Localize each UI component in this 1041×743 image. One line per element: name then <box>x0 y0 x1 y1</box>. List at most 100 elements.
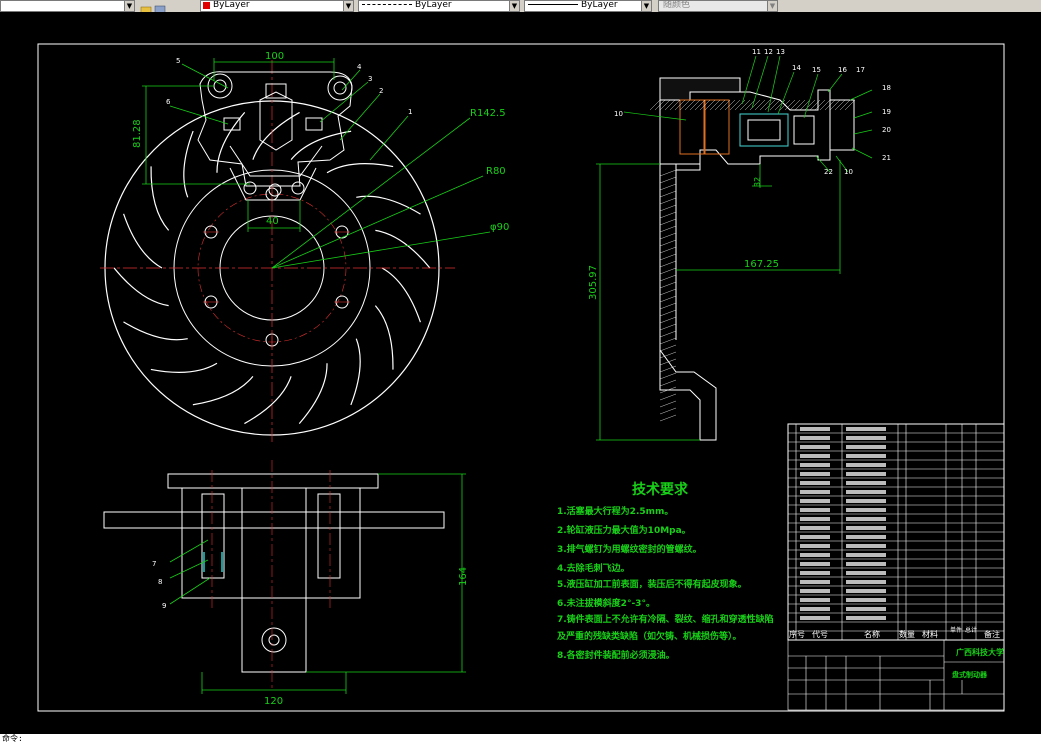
svg-text:数量: 数量 <box>899 629 915 639</box>
dim-lines-top <box>142 58 335 232</box>
cooling-slot <box>326 163 394 174</box>
svg-text:10: 10 <box>844 168 853 176</box>
color-dropdown[interactable]: ByLayer ▼ <box>200 0 354 12</box>
cooling-slot <box>150 362 218 373</box>
svg-text:及严重的残缺类缺陷（如欠铸、机械损伤等）。: 及严重的残缺类缺陷（如欠铸、机械损伤等）。 <box>557 630 742 642</box>
dim-section-width: 167.25 <box>744 259 779 270</box>
university-name: 广西科技大学 <box>956 647 1004 657</box>
svg-text:2: 2 <box>379 87 383 95</box>
cooling-slot <box>183 130 194 198</box>
layer-tools-icon[interactable] <box>140 0 168 15</box>
layer-dropdown[interactable]: ▼ <box>0 0 135 12</box>
svg-text:3: 3 <box>368 75 372 83</box>
chevron-down-icon[interactable]: ▼ <box>767 1 777 11</box>
cooling-slot <box>123 321 188 341</box>
balloons-section: 11 12 13 14 15 16 17 18 19 20 21 22 10 1… <box>614 48 891 176</box>
svg-text:17: 17 <box>856 66 865 74</box>
caliper-leaders <box>169 63 409 161</box>
svg-text:22: 22 <box>824 168 833 176</box>
svg-text:15: 15 <box>812 66 821 74</box>
cooling-slot <box>290 130 352 161</box>
dim-width-100: 100 <box>265 51 284 62</box>
cooling-slot <box>113 267 169 307</box>
svg-text:5: 5 <box>176 57 180 65</box>
dim-small: 32 <box>753 177 762 187</box>
cooling-slot <box>350 338 361 406</box>
balloons-top: 5 4 3 2 1 6 <box>166 57 412 116</box>
cooling-slot <box>192 375 254 406</box>
svg-text:材料: 材料 <box>922 629 938 639</box>
cooling-slot <box>375 229 431 269</box>
svg-text:14: 14 <box>792 64 801 72</box>
section-view <box>596 55 873 441</box>
command-line[interactable]: 命令: <box>0 734 1041 743</box>
cooling-slot <box>374 305 394 370</box>
svg-text:备注: 备注 <box>984 629 1000 639</box>
linetype-sample-icon <box>362 4 412 5</box>
svg-text:5.液压缸加工前表面，装压后不得有起皮现象。: 5.液压缸加工前表面，装压后不得有起皮现象。 <box>557 578 747 590</box>
tech-requirements-title: 技术要求 <box>632 481 689 498</box>
color-swatch-icon <box>203 2 210 9</box>
chevron-down-icon[interactable]: ▼ <box>509 1 519 11</box>
dim-section-height: 305.97 <box>588 265 599 300</box>
parts-list: 序号 代号 名称 数量 材料 单件 总计 备注 <box>787 423 1005 641</box>
svg-text:3.排气螺钉为用螺纹密封的管螺纹。: 3.排气螺钉为用螺纹密封的管螺纹。 <box>557 543 702 555</box>
dim-d90: φ90 <box>490 222 509 233</box>
svg-text:21: 21 <box>882 154 891 162</box>
svg-text:6.未注拔模斜度2°-3°。: 6.未注拔模斜度2°-3°。 <box>557 597 655 609</box>
svg-text:4: 4 <box>357 63 362 71</box>
dim-bottom-height: 164 <box>458 567 469 586</box>
svg-text:8: 8 <box>158 578 162 586</box>
linetype-dropdown[interactable]: ByLayer ▼ <box>358 0 520 12</box>
cooling-slot <box>252 111 300 160</box>
svg-text:6: 6 <box>166 98 171 106</box>
title-block <box>787 639 1005 711</box>
chevron-down-icon[interactable]: ▼ <box>641 1 651 11</box>
tech-requirements-list: 1.活塞最大行程为2.5mm。 2.轮缸液压力最大值为10Mpa。 3.排气螺钉… <box>557 505 774 661</box>
svg-text:4.去除毛刺飞边。: 4.去除毛刺飞边。 <box>557 562 630 574</box>
cooling-slot <box>381 267 421 323</box>
svg-text:11: 11 <box>752 48 761 56</box>
svg-text:16: 16 <box>838 66 847 74</box>
properties-toolbar: ▼ ByLayer ▼ ByLayer ▼ ByLayer ▼ 随颜色 ▼ <box>0 0 1041 15</box>
dim-height-81: 81.28 <box>132 119 143 148</box>
svg-text:10: 10 <box>614 110 623 118</box>
svg-text:13: 13 <box>776 48 785 56</box>
caliper-front-view <box>197 71 353 201</box>
cooling-slot <box>298 363 328 425</box>
cooling-slot <box>244 376 292 425</box>
svg-text:9: 9 <box>162 602 166 610</box>
chevron-down-icon[interactable]: ▼ <box>124 1 134 11</box>
chevron-down-icon[interactable]: ▼ <box>343 1 353 11</box>
cooling-slot <box>123 213 163 269</box>
svg-text:1: 1 <box>408 108 412 116</box>
svg-text:2.轮缸液压力最大值为10Mpa。: 2.轮缸液压力最大值为10Mpa。 <box>557 524 691 536</box>
drawing-canvas[interactable]: 100 81.28 40 R142.5 R80 φ90 5 4 3 2 1 6 <box>0 12 1041 734</box>
svg-text:1.活塞最大行程为2.5mm。: 1.活塞最大行程为2.5mm。 <box>557 505 673 517</box>
lineweight-dropdown[interactable]: ByLayer ▼ <box>524 0 652 12</box>
drawing-frame <box>37 43 1005 712</box>
dim-bolt-spacing: 40 <box>266 216 279 227</box>
lineweight-sample-icon <box>528 4 578 5</box>
balloons-bottom: 7 8 9 <box>152 560 166 610</box>
svg-text:序号: 序号 <box>789 629 805 639</box>
section-leaders <box>623 55 873 173</box>
svg-text:12: 12 <box>764 48 773 56</box>
disc-front-view <box>100 60 491 445</box>
svg-text:总计: 总计 <box>965 626 977 634</box>
caliper-top-view <box>103 473 445 673</box>
svg-text:代号: 代号 <box>812 629 828 639</box>
drawing-name: 盘式制动器 <box>952 670 988 679</box>
svg-text:19: 19 <box>882 108 891 116</box>
svg-text:7.铸件表面上不允许有冷隔、裂纹、缩孔和穿透性缺陷: 7.铸件表面上不允许有冷隔、裂纹、缩孔和穿透性缺陷 <box>557 613 774 625</box>
cooling-slot <box>356 195 421 215</box>
dim-r142: R142.5 <box>470 108 506 119</box>
svg-text:20: 20 <box>882 126 891 134</box>
svg-text:7: 7 <box>152 560 156 568</box>
svg-text:单件: 单件 <box>950 626 962 634</box>
svg-text:8.各密封件装配前必须浸油。: 8.各密封件装配前必须浸油。 <box>557 649 675 661</box>
cooling-slot <box>150 166 170 231</box>
dim-r80: R80 <box>486 166 506 177</box>
svg-text:18: 18 <box>882 84 891 92</box>
plotstyle-dropdown[interactable]: 随颜色 ▼ <box>658 0 778 12</box>
